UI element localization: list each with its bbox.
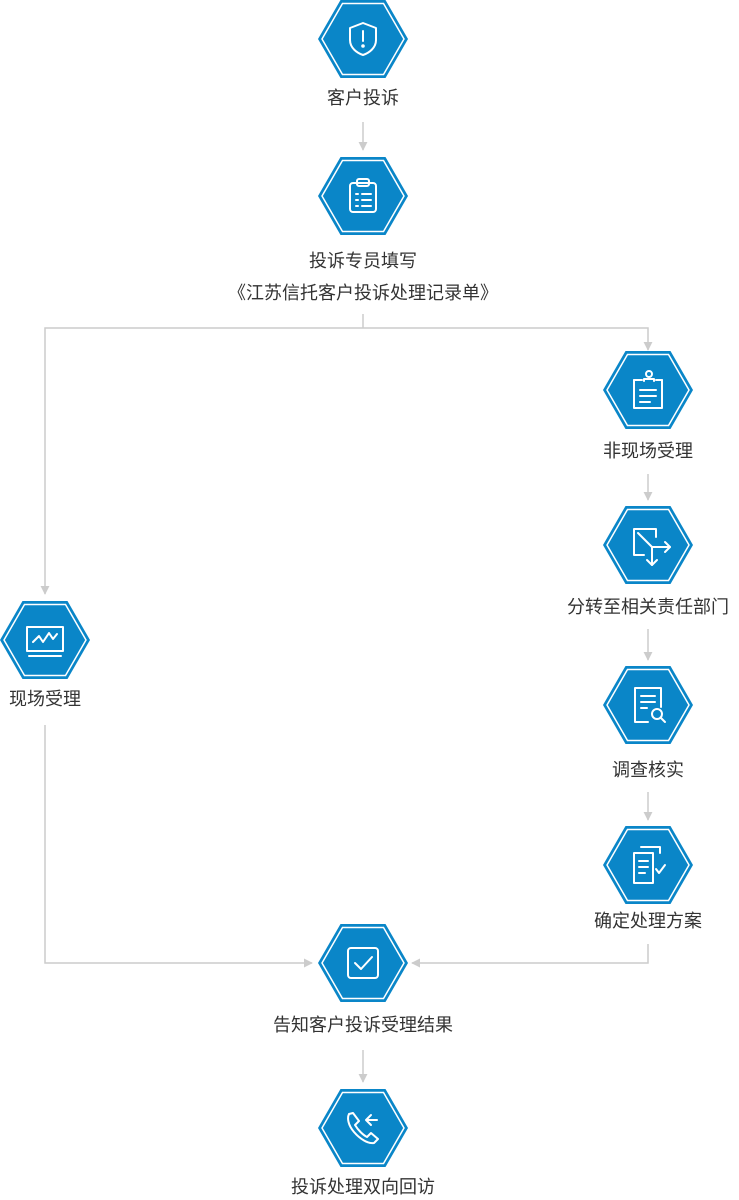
node-customer-complaint — [318, 0, 408, 78]
connectors — [40, 122, 653, 1083]
hexagon-shape — [603, 506, 693, 584]
node-transfer-department — [603, 506, 693, 584]
node-investigate-verify — [603, 666, 693, 744]
node-return-visit — [318, 1089, 408, 1167]
node-offsite-accept — [603, 351, 693, 429]
shield-alert-icon — [349, 22, 377, 56]
connector-split-to-offsite — [363, 327, 653, 351]
hexagon-shape — [318, 1089, 408, 1167]
label-determine-plan: 确定处理方案 — [594, 911, 702, 932]
label-specialist-fill-line1: 投诉专员填写 — [309, 251, 417, 272]
phone-callback-icon — [347, 1112, 379, 1145]
node-onsite-accept — [0, 601, 90, 679]
connector-plan-to-notify — [411, 944, 649, 968]
document-check-icon — [633, 846, 666, 884]
hexagon-shape — [603, 826, 693, 904]
label-offsite-accept: 非现场受理 — [603, 441, 693, 462]
node-determine-plan — [603, 826, 693, 904]
node-notify-result — [318, 924, 408, 1002]
clipboard-list-icon — [349, 178, 377, 213]
document-stamp-icon — [633, 370, 663, 409]
label-investigate-verify: 调查核实 — [612, 760, 684, 781]
hexagon-ring — [606, 828, 690, 902]
branch-arrows-icon — [633, 528, 671, 566]
label-return-visit: 投诉处理双向回访 — [291, 1177, 435, 1198]
hexagon-ring — [321, 159, 405, 233]
hexagon-ring — [606, 353, 690, 427]
label-transfer-department: 分转至相关责任部门 — [567, 597, 729, 618]
hexagon-ring — [321, 1091, 405, 1165]
hexagon-ring — [321, 926, 405, 1000]
checkbox-icon — [347, 947, 379, 979]
label-specialist-fill-line2: 《江苏信托客户投诉处理记录单》 — [228, 283, 498, 304]
node-specialist-fill — [318, 157, 408, 235]
hexagon-shape — [318, 157, 408, 235]
hexagon-ring — [606, 508, 690, 582]
connector-split-to-onsite — [40, 327, 363, 595]
label-onsite-accept: 现场受理 — [9, 689, 81, 710]
hexagon-shape — [603, 666, 693, 744]
label-notify-result: 告知客户投诉受理结果 — [273, 1015, 453, 1036]
document-search-icon — [634, 687, 666, 723]
hexagon-ring — [321, 2, 405, 76]
hexagon-ring — [606, 668, 690, 742]
monitor-chart-icon — [26, 626, 64, 657]
hexagon-shape — [318, 924, 408, 1002]
hexagon-ring — [3, 603, 87, 677]
label-customer-complaint: 客户投诉 — [327, 88, 399, 109]
connector-onsite-to-notify — [44, 725, 313, 968]
